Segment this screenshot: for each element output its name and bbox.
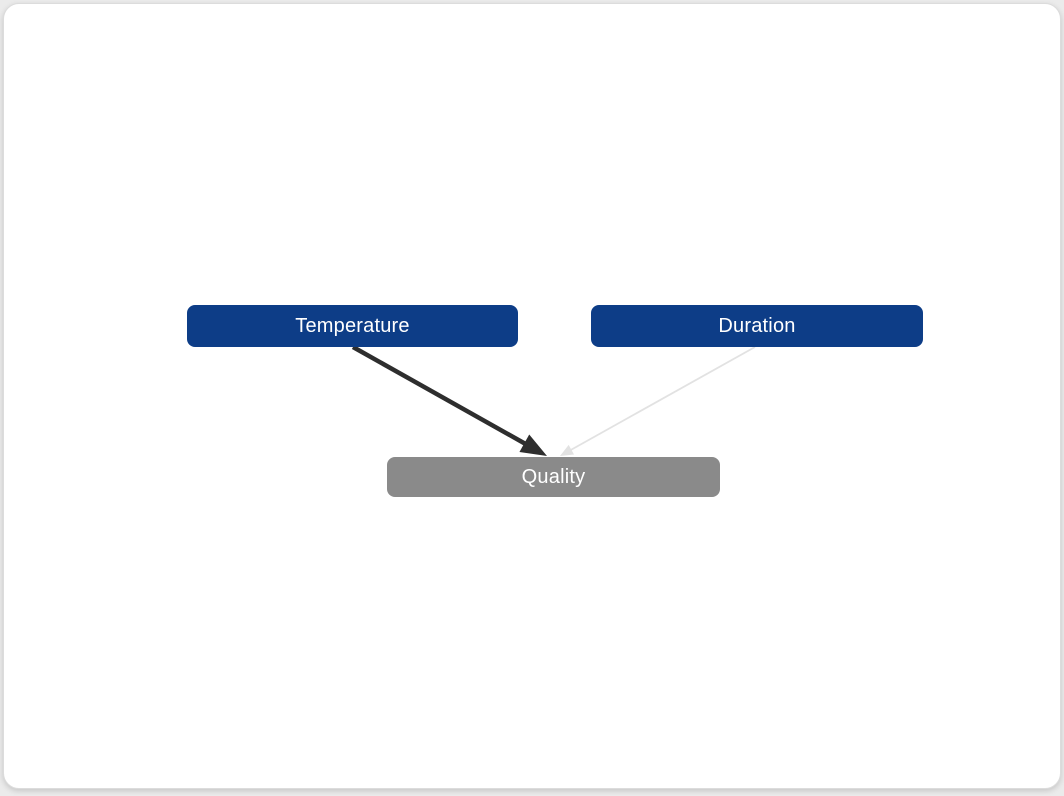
arrowhead-icon (560, 444, 575, 456)
diagram-card: Temperature Duration Quality (3, 3, 1061, 789)
node-duration-label: Duration (718, 314, 796, 337)
node-duration: Duration (591, 305, 923, 347)
arrowhead-icon (519, 434, 547, 456)
node-quality-label: Quality (521, 465, 586, 488)
edge-temperature-quality (351, 345, 547, 456)
edge-duration-quality (560, 346, 756, 456)
node-temperature: Temperature (187, 305, 518, 347)
node-quality: Quality (387, 457, 720, 497)
edge-layer (351, 345, 756, 456)
node-temperature-label: Temperature (295, 314, 410, 337)
edge-line (568, 346, 756, 452)
edge-line (351, 345, 529, 447)
